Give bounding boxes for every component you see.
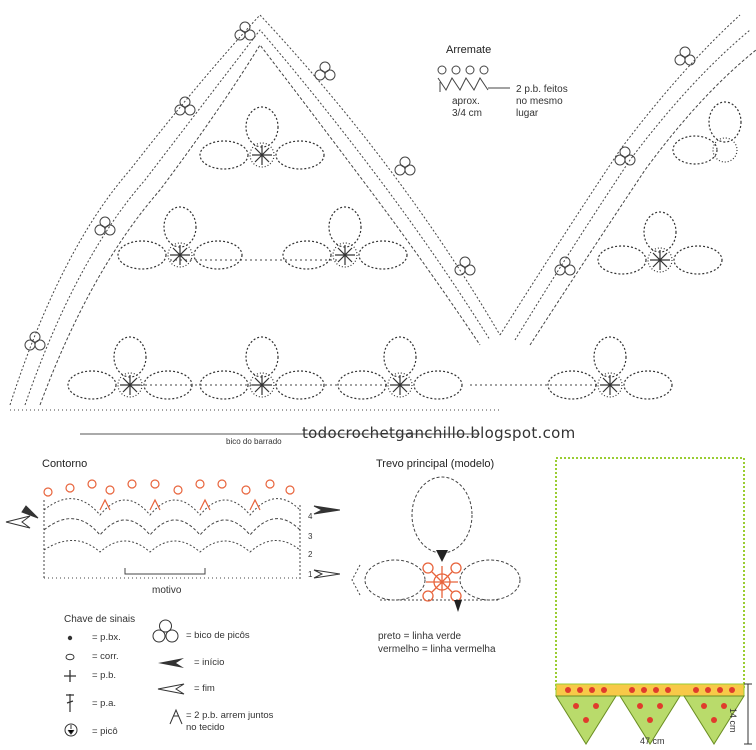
start-arrow-icon	[158, 658, 184, 668]
towel-width: 47 cm	[640, 736, 665, 746]
legend-label-pico: = picô	[92, 726, 118, 737]
legend-label-inicio: = início	[194, 657, 225, 668]
picot-icon	[64, 723, 78, 737]
main-crochet-chart	[9, 14, 756, 435]
trevo-legend-red: vermelho = linha vermelha	[378, 644, 496, 655]
dot-icon	[67, 635, 73, 641]
contorno-row-4: 4	[308, 512, 313, 521]
arremate-aprox: aprox.	[452, 96, 480, 107]
plus-icon	[64, 670, 76, 682]
picot-cluster-icon	[152, 619, 179, 643]
main-chart-caption: bico do barrado	[226, 437, 282, 446]
trevo-legend-black: preto = linha verde	[378, 631, 462, 642]
contorno-motivo: motivo	[152, 585, 182, 596]
trevo-chart	[351, 476, 521, 612]
legend-label-pbx: = p.bx.	[92, 632, 121, 643]
legend-label-joined: = 2 p.b. arrem juntos	[186, 710, 274, 721]
towel-height: 14 cm	[728, 708, 738, 733]
arremate-measure: 3/4 cm	[452, 108, 483, 119]
joined-sc-icon	[169, 708, 183, 725]
legend-label-fim: = fim	[194, 683, 215, 694]
arremate-title: Arremate	[446, 44, 492, 56]
legend-label-bico: = bico de picôs	[186, 630, 250, 641]
end-arrow-icon	[157, 683, 185, 695]
blog-watermark: todocrochetganchillo.blogspot.com	[302, 424, 576, 442]
trevo-title: Trevo principal (modelo)	[376, 458, 495, 470]
legend-label-corr: = corr.	[92, 651, 119, 662]
arremate-note-3: lugar	[516, 108, 539, 119]
chave-title: Chave de sinais	[64, 614, 136, 625]
towel-illustration	[555, 457, 752, 745]
legend-label-joined-2: no tecido	[186, 722, 225, 733]
contorno-row-3: 3	[308, 532, 313, 541]
legend-label-pa: = p.a.	[92, 698, 117, 709]
contorno-row-1: 1	[308, 570, 313, 579]
legend-label-pb: = p.b.	[92, 670, 117, 681]
contorno-title: Contorno	[42, 458, 88, 470]
tall-stitch-icon	[66, 694, 74, 712]
contorno-row-2: 2	[308, 550, 313, 559]
arremate-note-2: no mesmo	[516, 96, 563, 107]
arremate-note-1: 2 p.b. feitos	[516, 84, 568, 95]
contorno-chart	[5, 479, 340, 580]
oval-icon	[65, 653, 75, 661]
